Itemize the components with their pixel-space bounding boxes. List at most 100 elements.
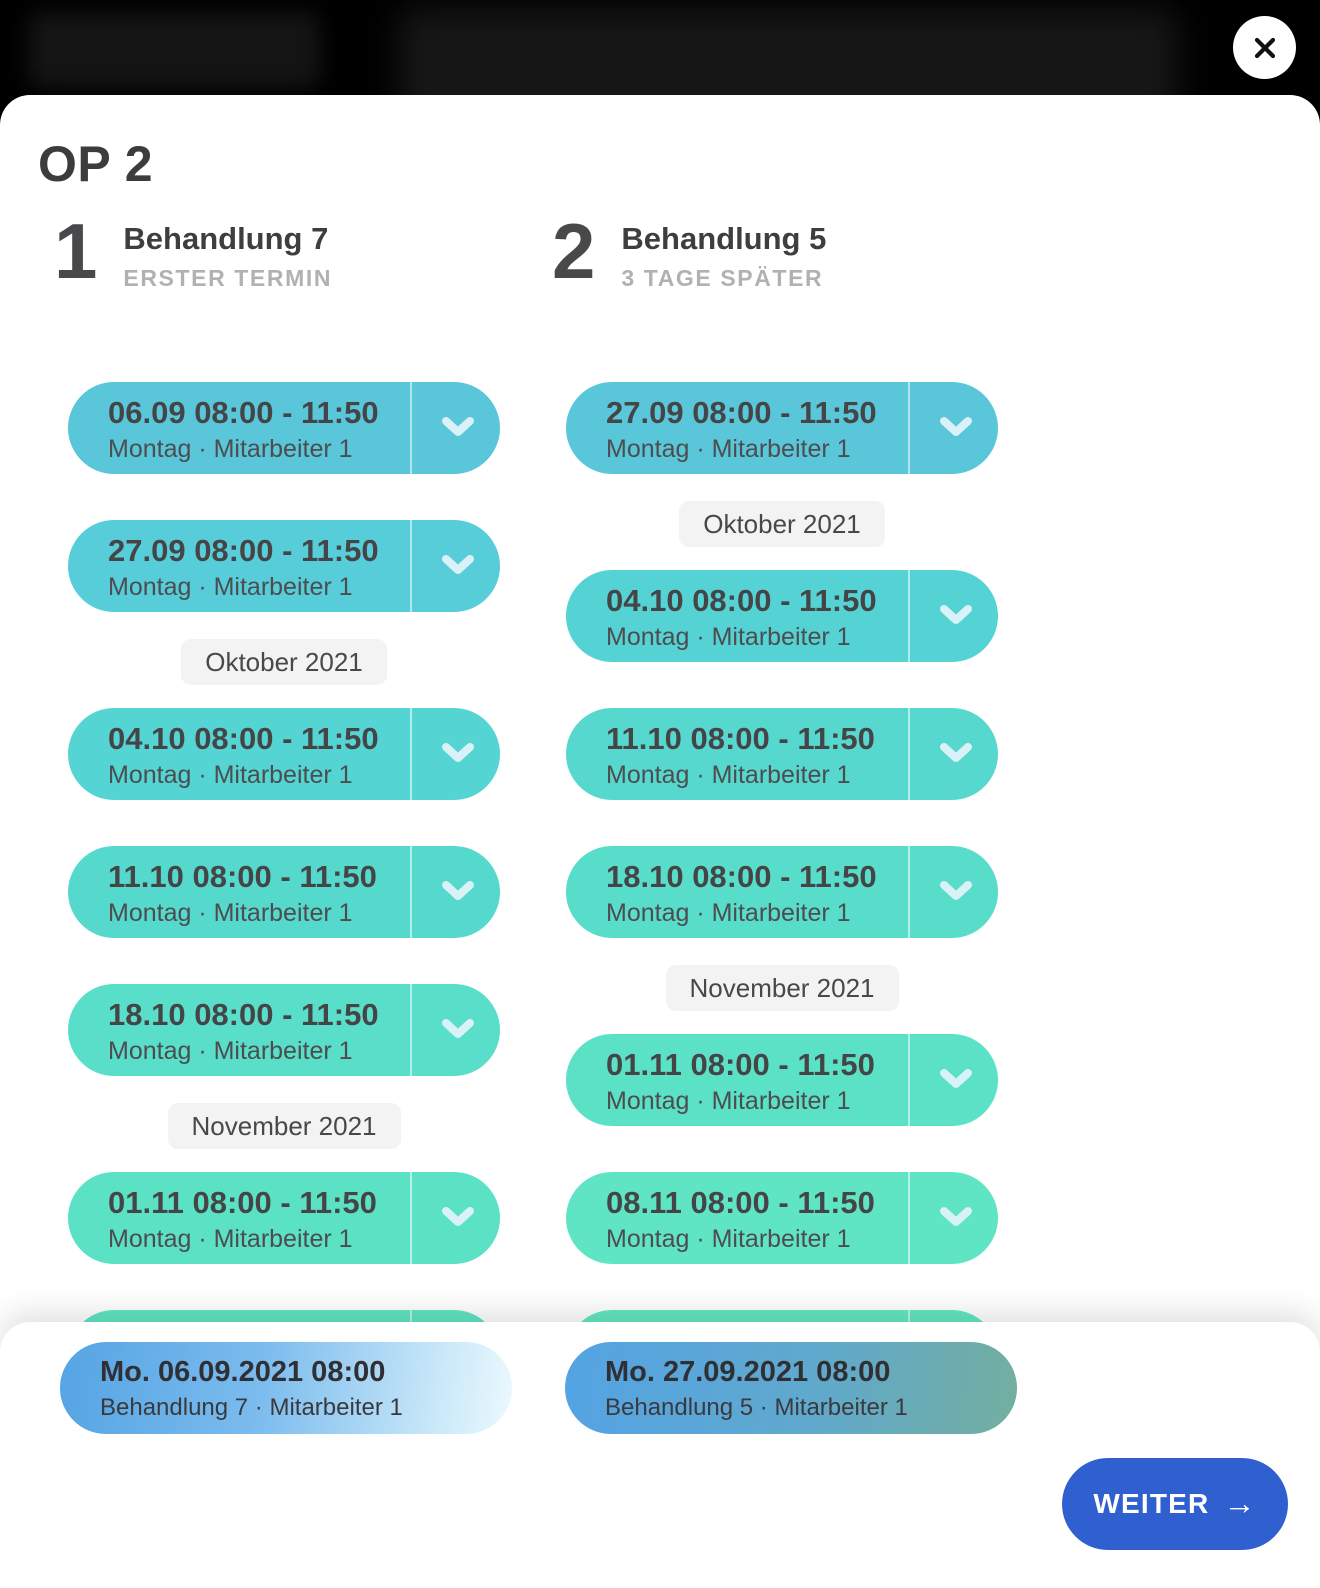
slot-time: 08.11 08:00 - 11:50 (606, 1185, 875, 1220)
slot-divider (410, 708, 412, 800)
slot-divider (410, 1172, 412, 1264)
slot-divider (908, 1172, 910, 1264)
month-separator: November 2021 (665, 965, 899, 1011)
slot-time: 06.09 08:00 - 11:50 (108, 395, 379, 430)
close-button[interactable] (1233, 16, 1296, 79)
slot-time: 04.10 08:00 - 11:50 (108, 721, 379, 756)
slot-divider (908, 570, 910, 662)
chevron-down-icon[interactable] (440, 1018, 476, 1042)
close-icon (1250, 33, 1280, 63)
blurred-content (28, 12, 320, 88)
slot-meta: Montag · Mitarbeiter 1 (606, 1224, 851, 1253)
arrow-right-icon: → (1223, 1485, 1257, 1521)
slot-time: 27.09 08:00 - 11:50 (108, 533, 379, 568)
slot-divider (908, 846, 910, 938)
selected-title: Mo. 27.09.2021 08:00 (605, 1356, 891, 1388)
chevron-down-icon[interactable] (440, 880, 476, 904)
slot-divider (908, 708, 910, 800)
slot-divider (410, 846, 412, 938)
step-number: 1 (54, 207, 98, 295)
continue-button[interactable]: WEITER → (1062, 1458, 1288, 1550)
slot-divider (410, 984, 412, 1076)
slot-meta: Montag · Mitarbeiter 1 (108, 1036, 353, 1065)
selected-meta: Behandlung 5 · Mitarbeiter 1 (605, 1394, 908, 1422)
treatment-subtitle: 3 TAGE SPÄTER (621, 265, 824, 291)
column-header: 2 Behandlung 5 3 TAGE SPÄTER (552, 207, 1048, 304)
dialog-title: OP 2 (38, 136, 154, 192)
selected-appointment-1[interactable]: Mo. 06.09.2021 08:00 Behandlung 7 · Mita… (60, 1342, 512, 1434)
slot-meta: Montag · Mitarbeiter 1 (606, 760, 851, 789)
slot-time: 01.11 08:00 - 11:50 (606, 1047, 875, 1082)
slot-time: 18.10 08:00 - 11:50 (606, 859, 877, 894)
chevron-down-icon[interactable] (938, 604, 974, 628)
slot-time: 27.09 08:00 - 11:50 (606, 395, 877, 430)
chevron-down-icon[interactable] (938, 416, 974, 440)
month-separator: Oktober 2021 (181, 639, 387, 685)
slot-meta: Montag · Mitarbeiter 1 (606, 434, 851, 463)
selection-sheet: Mo. 06.09.2021 08:00 Behandlung 7 · Mita… (0, 1322, 1320, 1588)
slot-divider (410, 382, 412, 474)
chevron-down-icon[interactable] (440, 742, 476, 766)
slot-time: 11.10 08:00 - 11:50 (108, 859, 377, 894)
slot-divider (908, 382, 910, 474)
treatment-subtitle: ERSTER TERMIN (123, 265, 333, 291)
slot-time: 04.10 08:00 - 11:50 (606, 583, 877, 618)
chevron-down-icon[interactable] (440, 1206, 476, 1230)
continue-label: WEITER (1093, 1488, 1210, 1519)
chevron-down-icon[interactable] (938, 1206, 974, 1230)
slot-time: 11.10 08:00 - 11:50 (606, 721, 875, 756)
slot-meta: Montag · Mitarbeiter 1 (606, 1086, 851, 1115)
month-separator: November 2021 (167, 1103, 401, 1149)
slot-time: 18.10 08:00 - 11:50 (108, 997, 379, 1032)
slot-time: 01.11 08:00 - 11:50 (108, 1185, 377, 1220)
chevron-down-icon[interactable] (440, 416, 476, 440)
slot-meta: Montag · Mitarbeiter 1 (606, 898, 851, 927)
slot-meta: Montag · Mitarbeiter 1 (108, 434, 353, 463)
treatment-columns: 1 Behandlung 7 ERSTER TERMIN 06.09 08:00… (0, 207, 1320, 1448)
chevron-down-icon[interactable] (938, 1068, 974, 1092)
slot-meta: Montag · Mitarbeiter 1 (108, 1224, 353, 1253)
treatment-column-2: 2 Behandlung 5 3 TAGE SPÄTER 27.09 08:00… (550, 207, 1048, 1448)
chevron-down-icon[interactable] (440, 554, 476, 578)
slot-meta: Montag · Mitarbeiter 1 (606, 622, 851, 651)
slot-meta: Montag · Mitarbeiter 1 (108, 898, 353, 927)
selected-appointment-2[interactable]: Mo. 27.09.2021 08:00 Behandlung 5 · Mita… (565, 1342, 1017, 1434)
slot-meta: Montag · Mitarbeiter 1 (108, 572, 353, 601)
treatment-name: Behandlung 7 (123, 221, 329, 256)
month-separator: Oktober 2021 (679, 501, 885, 547)
chevron-down-icon[interactable] (938, 880, 974, 904)
step-number: 2 (552, 207, 596, 295)
selected-title: Mo. 06.09.2021 08:00 (100, 1356, 386, 1388)
treatment-column-1: 1 Behandlung 7 ERSTER TERMIN 06.09 08:00… (52, 207, 550, 1448)
chevron-down-icon[interactable] (938, 742, 974, 766)
slot-divider (908, 1034, 910, 1126)
slot-divider (410, 520, 412, 612)
slot-meta: Montag · Mitarbeiter 1 (108, 760, 353, 789)
